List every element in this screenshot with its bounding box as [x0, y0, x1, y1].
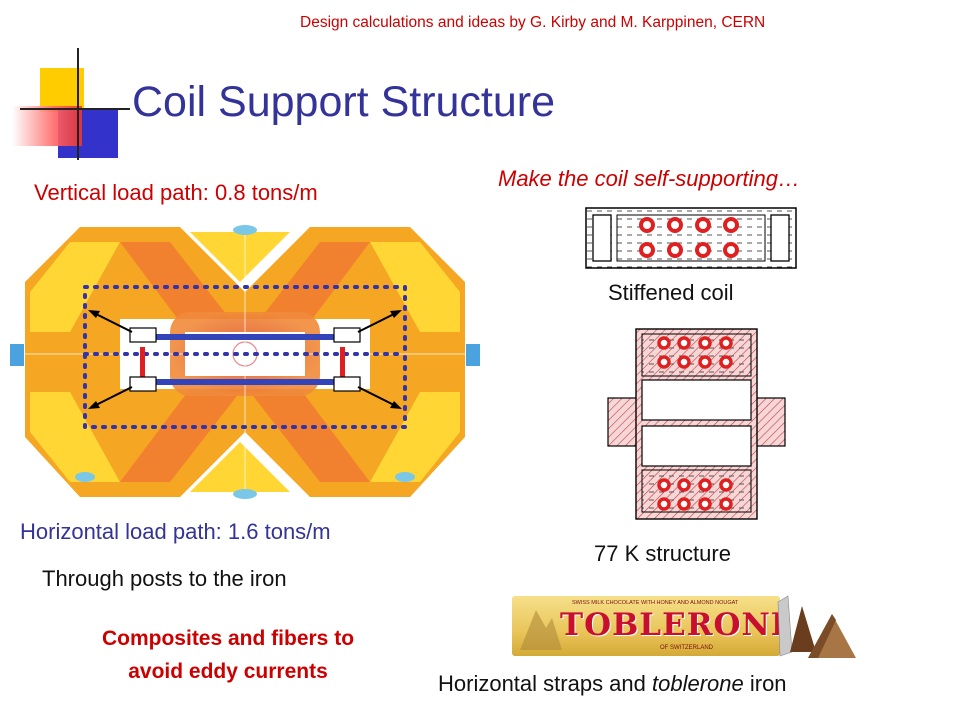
- toblerone-brand: TOBLERONE: [560, 607, 780, 643]
- toblerone-origin: OF SWITZERLAND: [660, 645, 714, 651]
- horizontal-load-label: Horizontal load path: 1.6 tons/m: [20, 519, 331, 544]
- vertical-load-label: Vertical load path: 0.8 tons/m: [34, 180, 318, 205]
- composites-line-1: Composites and fibers to: [101, 627, 355, 650]
- self-supporting-heading: Make the coil self-supporting…: [498, 166, 801, 191]
- stiffened-coil-diagram: [585, 207, 797, 269]
- credit-line: Design calculations and ideas by G. Kirb…: [300, 14, 766, 31]
- page-title: Coil Support Structure: [132, 78, 556, 126]
- fea-field-map: [10, 222, 480, 502]
- stiffened-coil-label: Stiffened coil: [608, 280, 734, 305]
- toblerone-box: SWISS MILK CHOCOLATE WITH HONEY AND ALMO…: [512, 596, 780, 656]
- composites-line-2: avoid eddy currents: [128, 660, 328, 683]
- structure-77k-label: 77 K structure: [594, 541, 731, 566]
- straps-italic: toblerone: [652, 671, 744, 696]
- structure-77k-diagram: [607, 328, 786, 520]
- toblerone-tagline: SWISS MILK CHOCOLATE WITH HONEY AND ALMO…: [572, 600, 739, 606]
- toblerone-image: SWISS MILK CHOCOLATE WITH HONEY AND ALMO…: [512, 592, 862, 664]
- logo-decoration: [10, 48, 130, 163]
- chocolate-pieces: [777, 595, 856, 658]
- posts-text: Through posts to the iron: [42, 566, 287, 591]
- straps-prefix: Horizontal straps and: [438, 671, 652, 696]
- straps-suffix: iron: [743, 671, 787, 696]
- straps-caption: Horizontal straps and toblerone iron: [438, 671, 787, 697]
- mountain-icon: [520, 610, 562, 650]
- composites-note: Composites and fibers to avoid eddy curr…: [28, 622, 428, 688]
